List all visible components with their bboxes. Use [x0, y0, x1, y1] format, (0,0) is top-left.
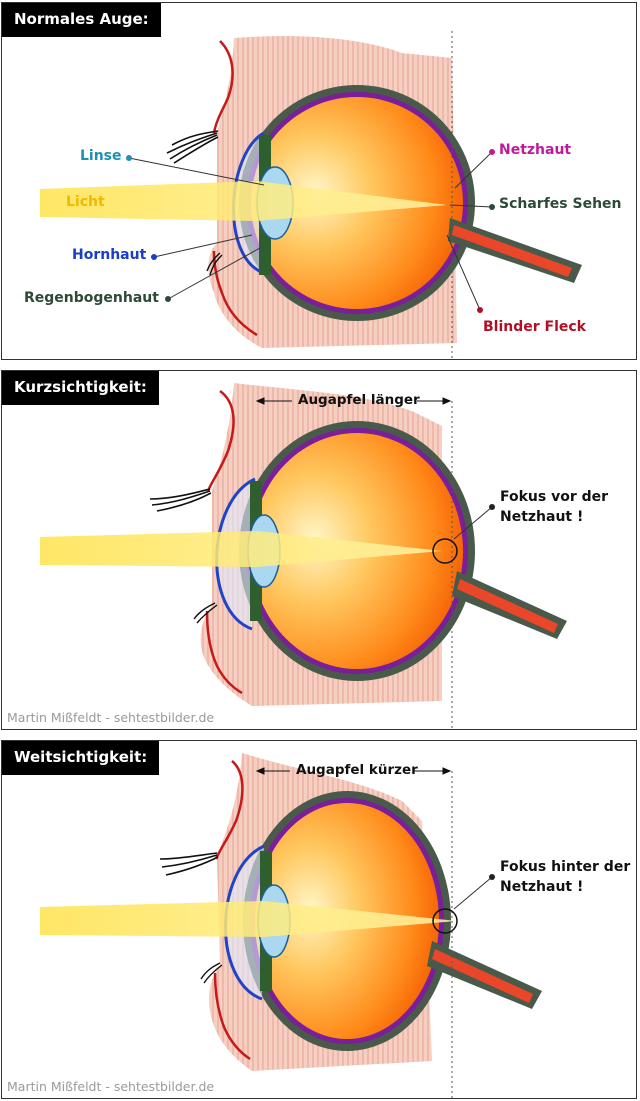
label-blinder-fleck: Blinder Fleck [483, 319, 586, 335]
hyperopia-eye-illustration [40, 753, 542, 1098]
focus-note: Fokus vor der Netzhaut ! [500, 487, 608, 527]
focus-note-line2: Netzhaut ! [500, 879, 584, 895]
focus-note-line1: Fokus hinter der [500, 859, 631, 875]
light-beam [40, 901, 457, 937]
eyelid-outline [214, 760, 244, 860]
credit: Martin Mißfeldt - sehtestbilder.de [7, 710, 215, 725]
light-beam [40, 531, 442, 567]
focus-circle [432, 538, 458, 564]
label-scharfes-sehen: Scharfes Sehen [499, 196, 622, 212]
label-licht: Licht [66, 194, 105, 210]
label-pointers [128, 151, 493, 311]
eyelid-outline [206, 389, 235, 492]
lower-eyelashes [206, 252, 223, 276]
dimension-label: Augapfel kürzer [296, 762, 418, 778]
panel-title: Normales Auge: [2, 3, 161, 37]
lower-eyelashes [200, 962, 223, 984]
label-regenbogenhaut: Regenbogenhaut [24, 290, 159, 306]
panel-title: Weitsichtigkeit: [2, 741, 160, 775]
panel-hyperopia: Weitsichtigkeit: Augapfel kürzer Fokus h… [1, 740, 637, 1099]
lower-eyelid-outline [205, 610, 243, 695]
dimension-arrows [255, 397, 452, 405]
label-netzhaut: Netzhaut [499, 142, 572, 158]
eyelashes [159, 852, 219, 876]
myopia-eye-illustration [40, 383, 567, 729]
eyelid-outline [212, 40, 234, 134]
focus-note: Fokus hinter der Netzhaut ! [500, 857, 630, 897]
eyelashes [166, 130, 219, 164]
label-hornhaut: Hornhaut [72, 247, 147, 263]
focus-note-line2: Netzhaut ! [500, 509, 584, 525]
dimension-label: Augapfel länger [298, 392, 420, 408]
light-beam [40, 181, 447, 221]
label-dots [126, 149, 495, 313]
focus-note-line1: Fokus vor der [500, 489, 609, 505]
lower-eyelid-outline [213, 972, 251, 1061]
dimension-arrows [255, 767, 452, 775]
focus-circle [432, 908, 458, 934]
panel-normal-eye: Normales Auge: Linse Licht Hornhaut Rege… [1, 2, 637, 360]
label-linse: Linse [80, 148, 122, 164]
normal-eye-illustration [40, 31, 582, 359]
credit: Martin Mißfeldt - sehtestbilder.de [7, 1079, 215, 1094]
eyelashes [149, 488, 212, 512]
panel-title: Kurzsichtigkeit: [2, 371, 159, 405]
panel-myopia: Kurzsichtigkeit: Augapfel länger Fokus v… [1, 370, 637, 730]
lower-eyelashes [193, 602, 218, 624]
